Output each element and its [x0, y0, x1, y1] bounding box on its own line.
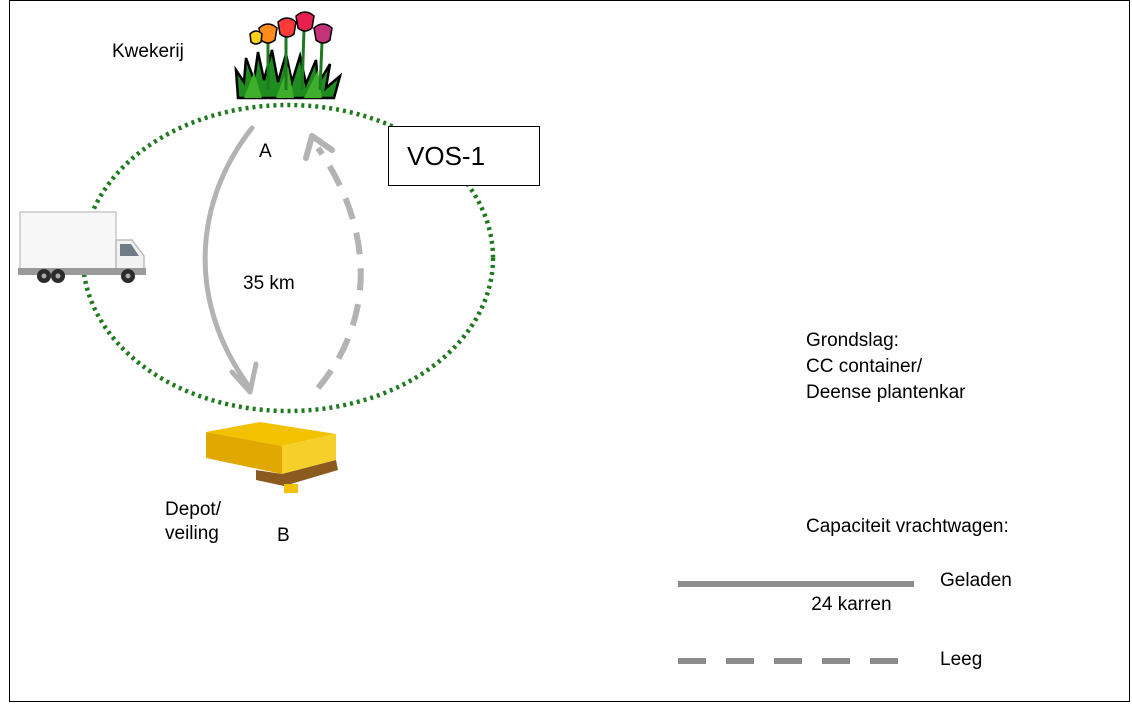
label-nursery: Kwekerij	[112, 41, 184, 62]
label-distance: 35 km	[243, 273, 295, 294]
basis-line2: CC container/	[806, 356, 923, 377]
capacity-line2: 24 karren	[806, 594, 892, 615]
label-point-b: B	[277, 525, 290, 546]
tulips-icon	[234, 11, 343, 100]
label-depot-line2: veiling	[165, 523, 219, 544]
legend-loaded-label: Geladen	[940, 570, 1012, 591]
label-depot-line1: Depot/	[165, 499, 221, 520]
empty-arrow	[315, 146, 364, 390]
pallet-icon	[206, 422, 338, 493]
loaded-arrow	[202, 125, 255, 391]
diagram-frame	[9, 0, 1130, 702]
vos-box: VOS-1	[388, 126, 540, 186]
legend-empty-label: Leeg	[940, 649, 983, 670]
route-loop	[80, 102, 496, 414]
truck-icon	[18, 211, 146, 283]
vos-label: VOS-1	[407, 140, 486, 171]
capacity-note: Capaciteit vrachtwagen: 24 karren	[806, 462, 1009, 644]
basis-note: Grondslag: CC container/ Deense plantenk…	[806, 328, 966, 406]
basis-line1: Grondslag:	[806, 330, 899, 351]
empty-arrowhead	[303, 133, 335, 161]
capacity-line1: Capaciteit vrachtwagen:	[806, 516, 1009, 537]
basis-line3: Deense plantenkar	[806, 382, 966, 403]
loaded-arrowhead	[229, 361, 259, 395]
label-point-a: A	[259, 141, 272, 162]
